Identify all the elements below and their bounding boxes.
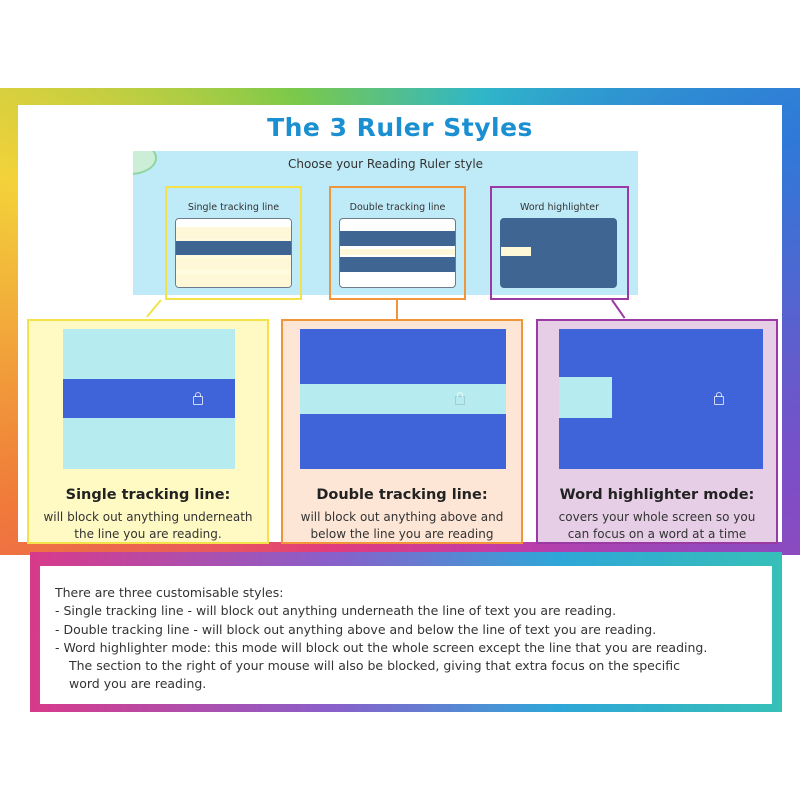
single-line-preview [63,329,235,469]
description-text: There are three customisable styles: - S… [55,584,765,694]
page-title: The 3 Ruler Styles [267,113,533,142]
option-label: Single tracking line [187,202,280,213]
ruler-gap [300,384,506,414]
option-double-tracking-line[interactable]: Double tracking line [329,186,466,300]
ruler-band [63,379,235,418]
panel-single-tracking-line: Single tracking line: will block out any… [27,319,269,544]
panel-word-highlighter: Word highlighter mode: covers your whole… [536,319,778,544]
panel-title: Double tracking line: [316,487,488,503]
description-item-continued: word you are reading. [69,676,207,692]
option-label: Double tracking line [349,202,446,213]
thumb-highlight [501,247,531,256]
connector-line [396,300,398,319]
panel-description: will block out anything above and below … [287,509,517,543]
double-line-thumbnail [339,218,456,288]
thumb-stripe [176,219,291,227]
description-card [40,566,772,704]
panel-double-tracking-line: Double tracking line: will block out any… [281,319,523,544]
panel-title: Word highlighter mode: [559,487,755,503]
option-single-tracking-line[interactable]: Single tracking line [153,186,315,300]
unlock-icon [193,392,203,405]
description-item-continued: The section to the right of your mouse w… [69,658,680,674]
panel-description-line: can focus on a word at a time [567,527,747,541]
thumb-stripe [176,258,291,270]
thumb-stripe [176,274,291,287]
thumb-stripe [340,249,455,255]
thumb-band [176,241,291,255]
word-highlighter-preview [559,329,763,469]
thumb-band [340,231,455,246]
option-label: Word highlighter [520,202,599,213]
highlighted-word [559,377,612,418]
panel-description-line: the line you are reading. [74,527,222,541]
thumb-stripe [176,227,291,239]
panel-description-line: covers your whole screen so you [558,510,756,524]
option-word-highlighter[interactable]: Word highlighter [490,186,629,300]
description-item: - Word highlighter mode: this mode will … [55,639,708,655]
panel-title: Single tracking line: [65,487,231,503]
description-item: - Double tracking line - will block out … [55,621,657,637]
double-line-preview [300,329,506,469]
unlock-icon [455,392,465,405]
panel-description-line: will block out anything above and [300,510,504,524]
word-highlighter-thumbnail [500,218,617,288]
thumb-band [340,257,455,272]
description-intro: There are three customisable styles: [55,585,284,600]
selector-heading: Choose your Reading Ruler style [287,157,484,171]
panel-description: covers your whole screen so you can focu… [542,509,772,543]
single-line-thumbnail [175,218,292,288]
panel-description: will block out anything underneath the l… [33,509,263,543]
panel-description-line: below the line you are reading [310,527,494,541]
unlock-icon [714,392,724,405]
panel-description-line: will block out anything underneath [43,510,253,524]
description-item: - Single tracking line - will block out … [55,603,617,619]
